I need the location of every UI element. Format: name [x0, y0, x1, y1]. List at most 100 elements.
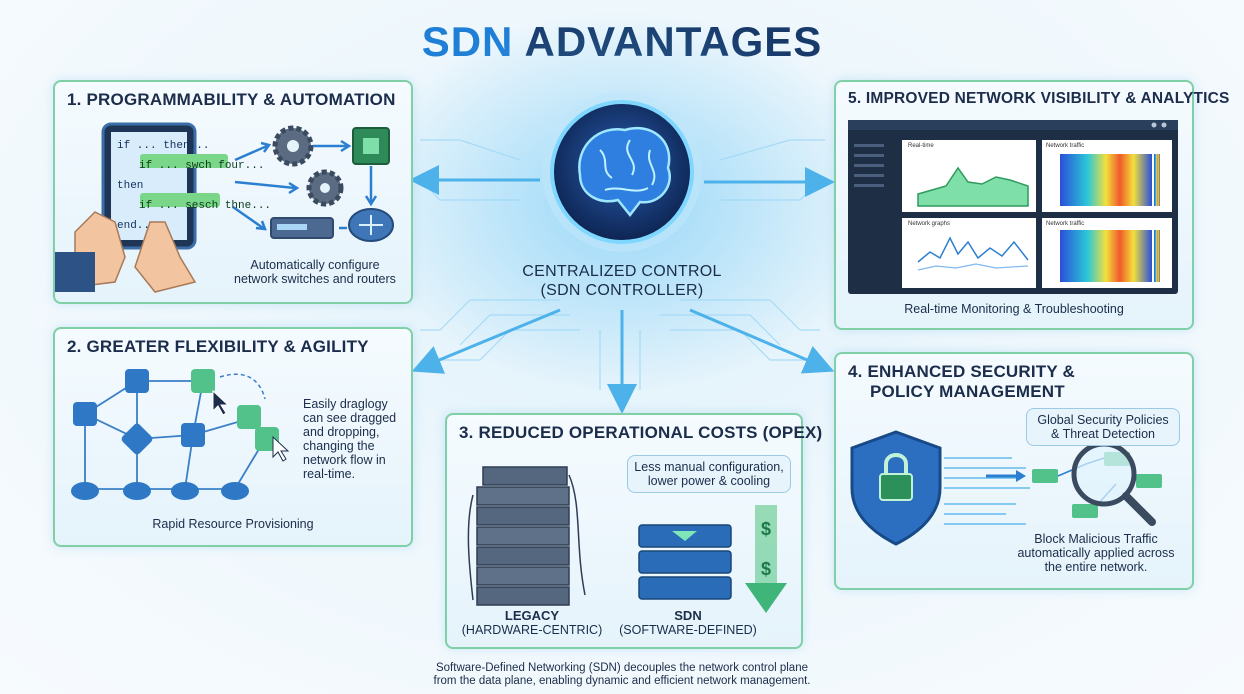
cursor-icon: [272, 435, 290, 462]
shield-lock-icon: [850, 430, 942, 546]
servers-illustration: $ $: [467, 466, 787, 613]
bubble-line: lower power & cooling: [647, 474, 771, 488]
gear-icon: [306, 169, 344, 207]
caption-line: the entire network.: [1044, 560, 1148, 574]
caption-line: Block Malicious Traffic: [1034, 532, 1158, 546]
chart-label: Network traffic: [1046, 143, 1085, 149]
center-line2: (SDN CONTROLLER): [540, 282, 704, 299]
code-line: end..: [117, 220, 151, 232]
panel-programmability: 1. PROGRAMMABILITY & AUTOMATION: [53, 80, 413, 304]
network-node-icon: [181, 423, 205, 447]
text-line: network flow in: [303, 453, 386, 467]
sdn-title: SDN: [674, 608, 702, 623]
panel-caption: Rapid Resource Provisioning: [152, 517, 314, 531]
brain-icon: [542, 92, 702, 252]
cost-bubble: Less manual configuration, lower power &…: [627, 455, 791, 493]
panel-costs: 3. REDUCED OPERATIONAL COSTS (OPEX) $ $: [445, 413, 822, 649]
bubble-line: Global Security Policies: [1037, 413, 1169, 427]
bubble-line: Less manual configuration,: [634, 460, 784, 474]
title-line: POLICY MANAGEMENT: [870, 382, 1065, 401]
code-line: then: [117, 180, 144, 192]
panel-visibility: 5. IMPROVED NETWORK VISIBILITY & ANALYTI…: [834, 80, 1229, 330]
legacy-title: LEGACY: [504, 608, 560, 623]
panel-security: 4. ENHANCED SECURITY & POLICY MANAGEMENT: [834, 352, 1194, 590]
data-stream: [944, 457, 1030, 525]
caption-line: automatically applied across: [1017, 546, 1175, 560]
svg-text:$: $: [761, 519, 771, 539]
network-node-icon: [191, 369, 215, 393]
code-chip: [140, 193, 220, 207]
sdn-subtitle: (SOFTWARE-DEFINED): [619, 623, 757, 637]
panel-title: 5. IMPROVED NETWORK VISIBILITY & ANALYTI…: [848, 90, 1230, 107]
caption-line: network switches and routers: [234, 272, 396, 286]
code-line: if ... sesch thne...: [139, 200, 272, 212]
panel-description: Easily draglogy can see dragged and drop…: [303, 397, 407, 481]
text-line: Easily draglogy: [303, 397, 388, 411]
text-line: changing the: [303, 439, 375, 453]
panel-caption: Real-time Monitoring & Troubleshooting: [904, 302, 1124, 316]
code-snippet: if ... then... if ... swch four... then …: [117, 136, 271, 236]
area-chart: [917, 166, 1029, 207]
panel-title: 4. ENHANCED SECURITY & POLICY MANAGEMENT: [848, 362, 1075, 402]
footer-line: Software-Defined Networking (SDN) decoup…: [435, 662, 808, 674]
heatmap: [1060, 230, 1152, 282]
legacy-label: LEGACY (HARDWARE-CENTRIC): [457, 608, 607, 638]
router-icon: [123, 482, 151, 500]
automation-arrows: [232, 139, 378, 231]
gear-icon: [272, 125, 314, 167]
dashboard-illustration: [848, 120, 1178, 294]
panel-title: 1. PROGRAMMABILITY & AUTOMATION: [67, 90, 396, 109]
bubble-line: & Threat Detection: [1051, 427, 1155, 441]
legacy-subtitle: (HARDWARE-CENTRIC): [461, 623, 603, 637]
text-line: real-time.: [303, 467, 356, 481]
center-line1: CENTRALIZED CONTROL: [522, 263, 722, 280]
arrow-icon: [1016, 470, 1026, 482]
cursor-icon: [212, 389, 230, 416]
legacy-server-rack-icon: [467, 466, 586, 606]
arrow-to-p4: [689, 308, 835, 374]
security-illustration: [850, 430, 1162, 546]
chart-label: Network traffic: [1046, 221, 1085, 227]
footer-description: Software-Defined Networking (SDN) decoup…: [380, 662, 864, 688]
window-control-icon: [1161, 122, 1167, 128]
network-node-icon: [237, 405, 261, 429]
panel-caption: Block Malicious Traffic automatically ap…: [1006, 532, 1186, 574]
window-control-icon: [1151, 122, 1157, 128]
svg-text:$: $: [761, 559, 771, 579]
router-icon: [221, 482, 249, 500]
graph-edges: [84, 380, 266, 490]
panel-flexibility: 2. GREATER FLEXIBILITY & AGILITY Easily …: [53, 327, 413, 547]
text-line: and dropping,: [303, 425, 380, 439]
code-line: if ... swch four...: [139, 160, 265, 172]
sdn-server-icon: [638, 524, 732, 600]
code-line: if ... then...: [117, 140, 210, 152]
panel-caption: Automatically configure network switches…: [225, 258, 405, 286]
chart-label: Network graphs: [908, 221, 951, 227]
code-chip: [140, 154, 228, 168]
chip-icon: [352, 127, 390, 165]
line-chart: [917, 236, 1029, 263]
flow-arrows: [409, 165, 835, 414]
magnifier-icon: [1071, 441, 1156, 526]
router-icon: [171, 482, 199, 500]
panel-title: 3. REDUCED OPERATIONAL COSTS (OPEX): [459, 423, 823, 442]
hand-icon: [134, 221, 197, 293]
router-icon: [348, 208, 394, 242]
chart-card: [902, 218, 1036, 288]
panel-title: 2. GREATER FLEXIBILITY & AGILITY: [67, 337, 369, 356]
network-node-icon: [121, 423, 153, 455]
security-bubble: Global Security Policies & Threat Detect…: [1026, 408, 1180, 446]
automation-illustration: [55, 122, 394, 293]
switch-icon: [270, 217, 334, 239]
drag-path: [219, 373, 266, 400]
network-graph-illustration: [71, 369, 290, 500]
chart-label: Real-time: [908, 143, 934, 149]
dashboard-sidebar: [854, 144, 884, 187]
caption-line: Automatically configure: [250, 258, 380, 272]
network-node-icon: [73, 402, 97, 426]
router-icon: [71, 482, 99, 500]
heatmap: [1060, 154, 1152, 206]
arrow-to-p2: [411, 308, 561, 374]
footer-line: from the data plane, enabling dynamic an…: [433, 675, 811, 687]
text-line: can see dragged: [303, 411, 397, 425]
